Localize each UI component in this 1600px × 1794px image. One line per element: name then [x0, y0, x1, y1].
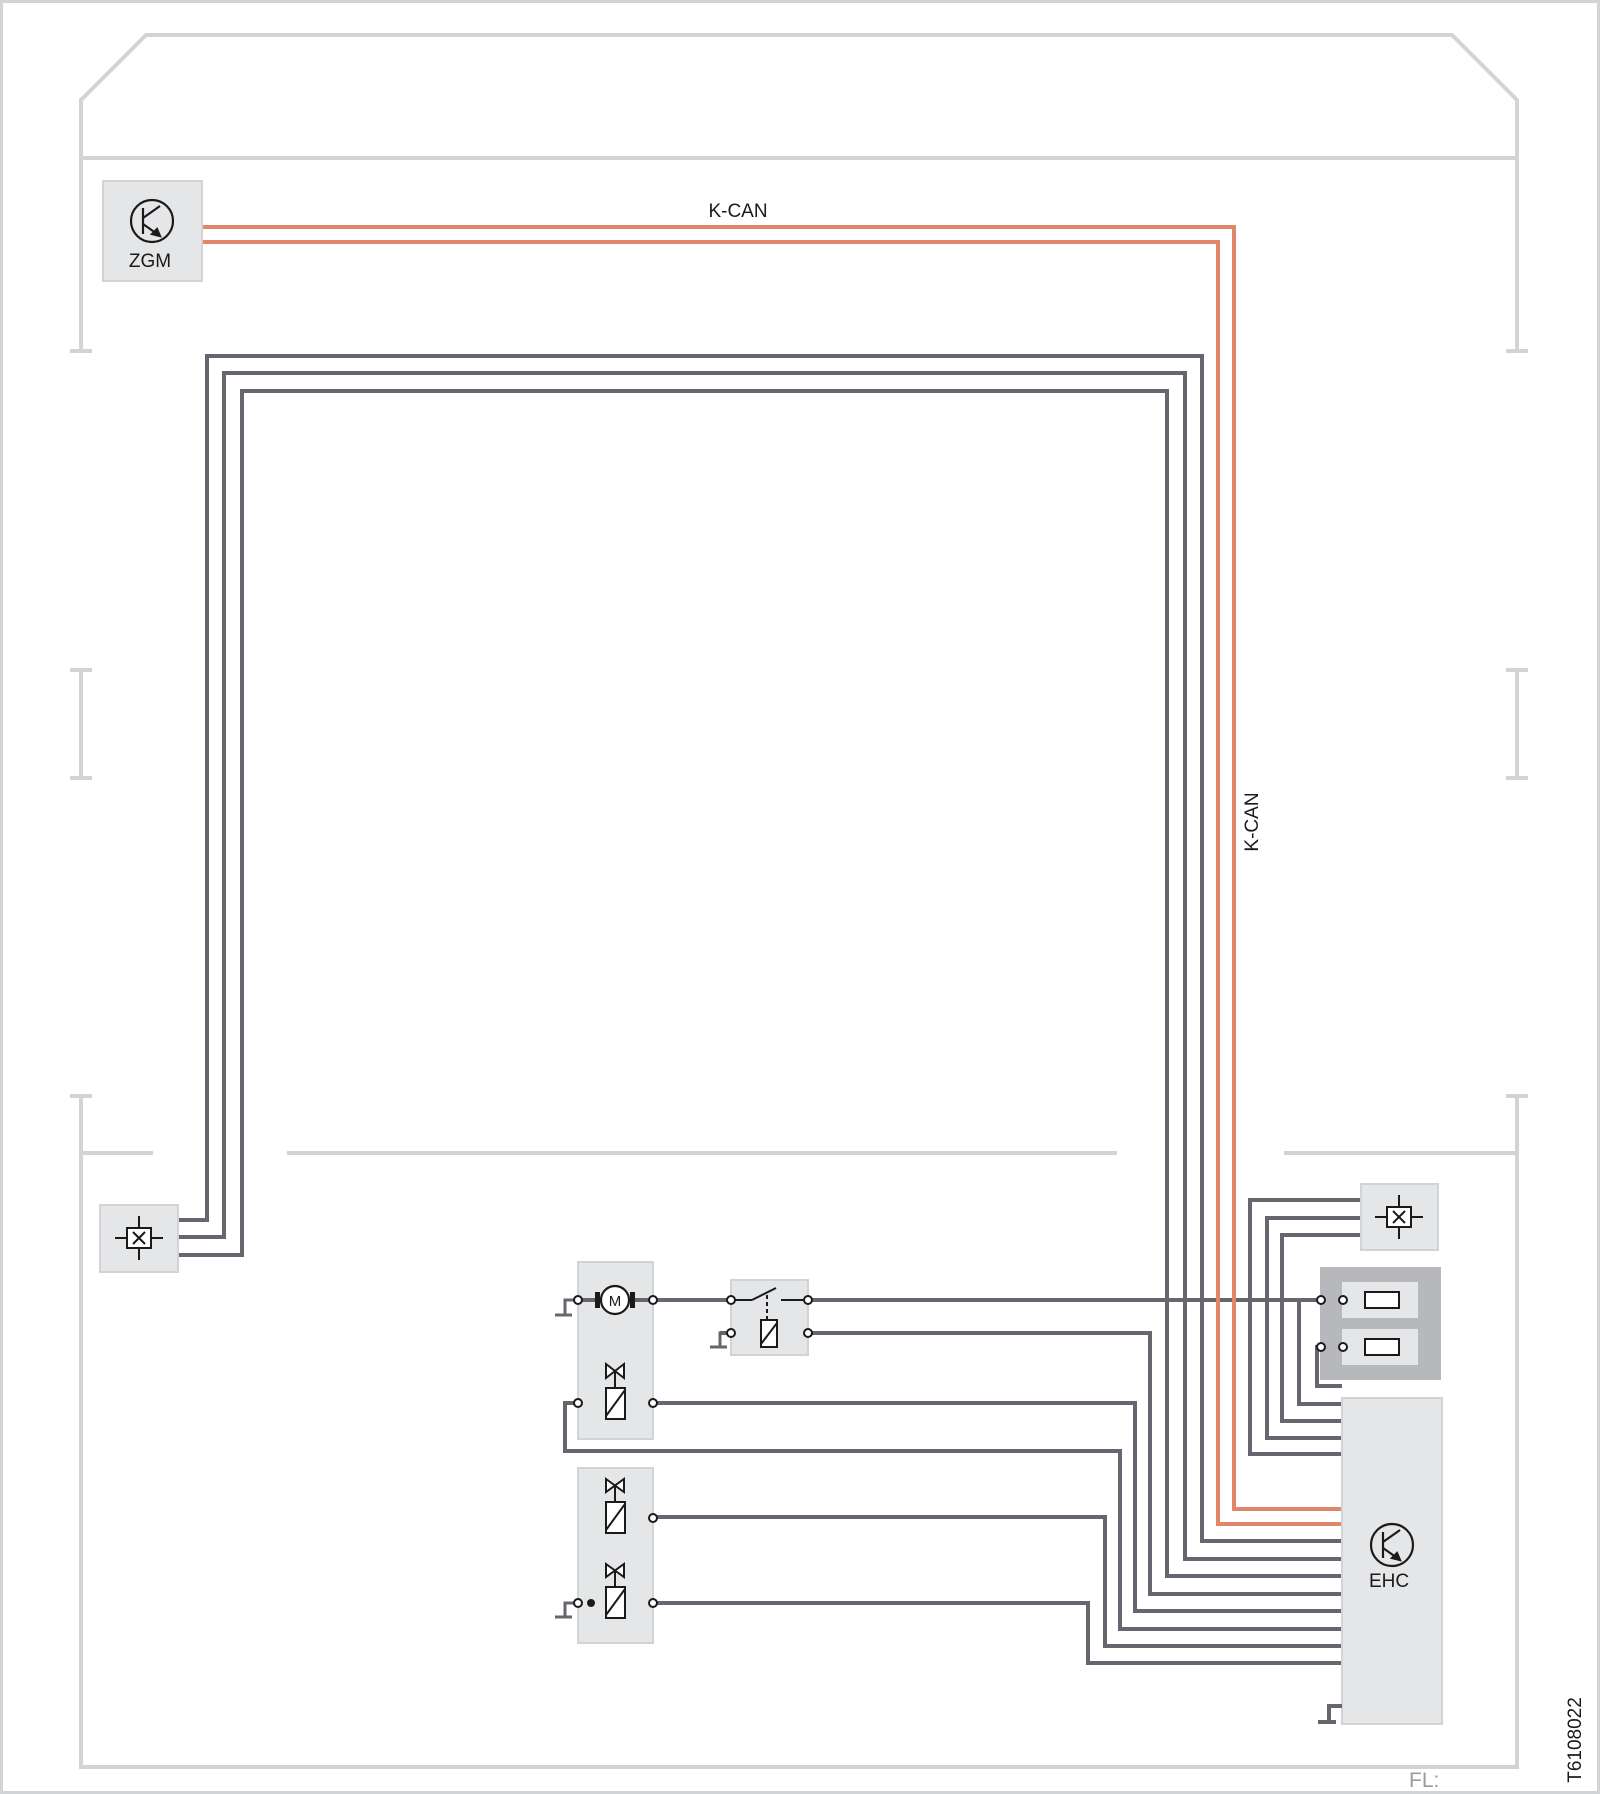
ground-icon	[1318, 1704, 1342, 1724]
solenoid-valve-icon	[605, 1361, 626, 1420]
motor-icon: M	[595, 1284, 635, 1316]
k-can-side-label: K-CAN	[1242, 792, 1263, 851]
relay-unit	[710, 1279, 813, 1356]
k-can-bus	[202, 225, 1342, 1526]
transistor-icon	[129, 198, 175, 244]
vehicle-outline	[70, 33, 1528, 1769]
solenoid-valve-icon	[605, 1477, 626, 1534]
wire-harness	[178, 354, 1418, 1665]
valve-block	[555, 1467, 658, 1644]
document-id: T6108022	[1565, 1697, 1586, 1783]
footer-label: FL:	[1409, 1769, 1439, 1792]
fuse-icon	[1364, 1291, 1400, 1356]
solenoid-valve-icon	[605, 1562, 626, 1619]
zgm-label: ZGM	[129, 251, 171, 272]
compressor-unit: M	[555, 1261, 658, 1440]
fuse-block	[1316, 1267, 1441, 1380]
motor-label: M	[609, 1293, 622, 1310]
ehc-module: EHC	[1318, 1397, 1443, 1725]
sensor-right	[1360, 1183, 1439, 1251]
k-can-top-label: K-CAN	[708, 201, 767, 222]
transistor-icon	[1369, 1522, 1415, 1568]
ehc-label: EHC	[1369, 1571, 1409, 1592]
sensor-left	[99, 1204, 179, 1273]
sensor-icon	[1375, 1195, 1423, 1239]
zgm-module: ZGM	[102, 180, 203, 282]
sensor-icon	[115, 1216, 163, 1260]
